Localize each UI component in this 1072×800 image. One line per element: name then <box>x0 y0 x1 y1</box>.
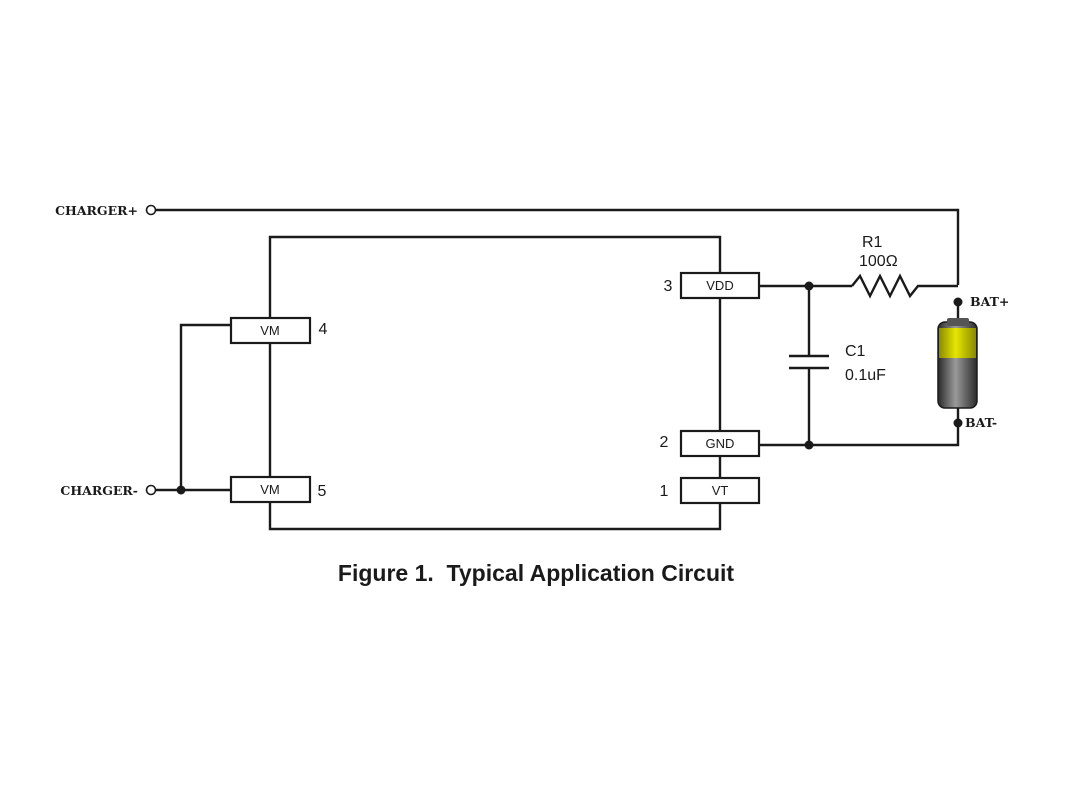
pin-vm-top: VM 4 <box>229 316 328 345</box>
pin-vm-bottom: VM 5 <box>229 475 327 504</box>
figure-caption: Figure 1. Typical Application Circuit <box>337 560 735 586</box>
junction-dot-gnd <box>804 440 814 450</box>
label-charger-minus: CHARGER- <box>60 483 138 498</box>
resistor-r1-value: 100Ω <box>859 253 898 270</box>
label-bat-minus: BAT- <box>965 415 997 430</box>
terminal-charger-plus <box>145 204 157 216</box>
pin-gnd-number: 2 <box>660 434 669 451</box>
pin-vdd-number: 3 <box>664 278 673 295</box>
junction-dot-charger-minus <box>176 485 186 495</box>
wire-vm-bus <box>179 323 231 490</box>
junction-dot-bat-minus <box>953 418 963 428</box>
capacitor-c1-symbol <box>789 354 829 370</box>
pin-vt-label: VT <box>712 483 729 498</box>
junction-dot-vdd <box>804 281 814 291</box>
pin-vm-top-label: VM <box>260 323 280 338</box>
label-bat-plus: BAT+ <box>970 294 1009 309</box>
pin-vm-top-number: 4 <box>319 321 328 338</box>
label-charger-plus: CHARGER+ <box>55 203 138 218</box>
pin-vt: VT 1 <box>660 476 761 505</box>
resistor-r1-name: R1 <box>862 234 883 251</box>
junction-dot-bat-plus <box>953 297 963 307</box>
pin-vdd-label: VDD <box>706 278 733 293</box>
terminal-charger-minus <box>145 484 157 496</box>
pin-vm-bottom-label: VM <box>260 482 280 497</box>
pin-gnd: GND 2 <box>660 429 761 458</box>
battery-symbol <box>937 303 978 420</box>
resistor-r1-symbol <box>851 273 958 299</box>
wire-charger-plus <box>155 208 960 285</box>
pin-gnd-label: GND <box>706 436 735 451</box>
capacitor-c1-name: C1 <box>845 343 866 360</box>
wire-ic-outline <box>268 235 722 531</box>
pin-vm-bottom-number: 5 <box>318 483 327 500</box>
wire-gnd-node <box>759 420 960 447</box>
pin-vdd: VDD 3 <box>664 271 761 300</box>
pin-vt-number: 1 <box>660 483 669 500</box>
capacitor-c1-value: 0.1uF <box>845 367 886 384</box>
wires <box>155 208 960 531</box>
